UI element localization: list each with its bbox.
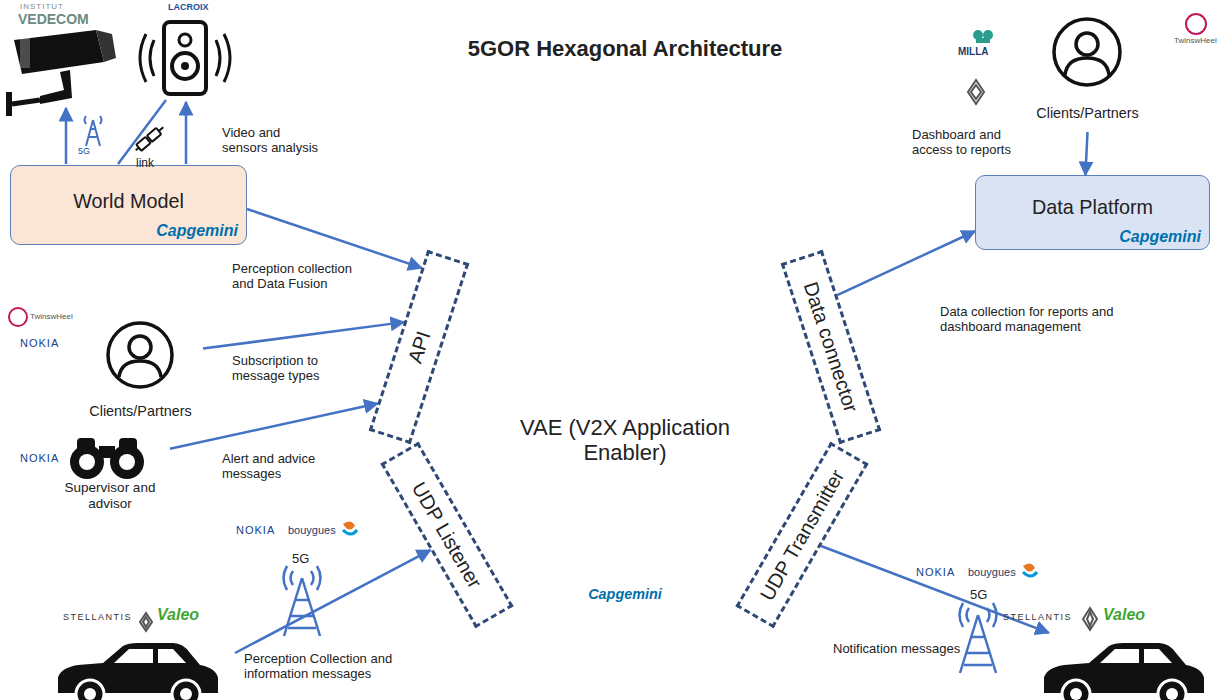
logo-or-note-label: bouygues xyxy=(968,566,1016,579)
udp-listener-port: UDP Listener xyxy=(380,442,513,629)
node-label: STELLANTIS xyxy=(1003,612,1072,622)
node-label: UDP Listener xyxy=(385,446,510,624)
node-label: Clients/Partners xyxy=(1030,105,1145,122)
node-label: API xyxy=(373,254,466,441)
supervisor-actor: Supervisor and advisor xyxy=(50,425,170,520)
edge-label: Perception Collection and information me… xyxy=(244,652,424,682)
logo-or-note-label: link xyxy=(136,157,154,171)
car-icon xyxy=(58,643,1204,700)
client-actor: Clients/Partners xyxy=(1030,15,1145,132)
logo-or-note-label: TwinswHeel xyxy=(1174,36,1217,45)
node-label: 5GOR Hexagonal Architecture xyxy=(425,36,825,61)
node-label: Data connector xyxy=(785,254,878,441)
edge-label: Dashboard and access to reports xyxy=(912,128,1024,158)
edge-label: Subscription to message types xyxy=(232,354,344,384)
vehicle: STELLANTIS Valeo xyxy=(55,606,235,700)
node-sublabel: Capgemini xyxy=(156,222,238,240)
logo-or-note-label: LACROIX xyxy=(168,2,209,12)
udp-transmitter-port: UDP Transmitter xyxy=(735,442,868,629)
node-sublabel: VAE (V2X Application Enabler) xyxy=(495,415,755,466)
client-actor: Clients/Partners xyxy=(78,315,203,427)
node-sublabel: Capgemini xyxy=(1119,228,1201,246)
logo-or-note-label: 5G xyxy=(292,552,309,567)
node-sublabel: Valeo xyxy=(1103,606,1145,624)
edge-label: Perception collection and Data Fusion xyxy=(232,262,372,292)
logo-or-note-label: NOKIA xyxy=(236,524,275,537)
logo-or-note-label: NOKIA xyxy=(20,452,59,465)
node-label: Supervisor and advisor xyxy=(50,480,170,511)
node-label: World Model xyxy=(11,190,246,213)
hexagon-core: 5GOR Hexagonal ArchitectureVAE (V2X Appl… xyxy=(385,30,865,640)
node-sublabel: Valeo xyxy=(157,606,199,624)
sensor-links xyxy=(66,100,186,164)
connector-arrow xyxy=(203,322,404,348)
logo-or-note-label: MILLA xyxy=(958,46,989,58)
logo-or-note-label: INSTITUT xyxy=(20,2,64,11)
data-platform-box: Data PlatformCapgemini xyxy=(975,175,1210,250)
connector-arrow xyxy=(1085,132,1087,175)
binoculars-icon xyxy=(70,438,144,479)
node-label: UDP Transmitter xyxy=(740,446,865,624)
logo-or-note-label: 5G xyxy=(78,146,90,156)
connector-arrow xyxy=(235,550,430,653)
logo-or-note-label: TwinswHeel xyxy=(30,312,73,321)
connector-arrow xyxy=(837,231,975,295)
vehicle: STELLANTIS Valeo xyxy=(995,604,1210,700)
logo-or-note-label: Video and sensors analysis xyxy=(222,126,322,156)
connector-arrow xyxy=(170,403,378,448)
edge-label: Notification messages xyxy=(833,642,963,657)
logo-or-note-label: NOKIA xyxy=(916,566,955,579)
api-port: API xyxy=(369,250,470,444)
logo-or-note-label: NOKIA xyxy=(20,337,59,350)
node-label: Clients/Partners xyxy=(78,403,203,420)
world-model-box: World ModelCapgemini xyxy=(10,165,247,245)
edge-label: Alert and advice messages xyxy=(222,452,347,482)
connector-arrow xyxy=(247,209,422,268)
logo-or-note-label: VEDECOM xyxy=(18,11,89,27)
node-label: Data Platform xyxy=(976,196,1209,219)
speaker-icon xyxy=(140,22,230,94)
camera-icon xyxy=(6,30,116,116)
logo-or-note-label: 5G xyxy=(970,588,987,603)
node-label: STELLANTIS xyxy=(63,612,132,622)
logo-marks xyxy=(9,2,1206,631)
data-connector-port: Data connector xyxy=(781,250,882,444)
edge-label: Data collection for reports and dashboar… xyxy=(940,305,1155,335)
logo-or-note-label: bouygues xyxy=(288,524,336,537)
